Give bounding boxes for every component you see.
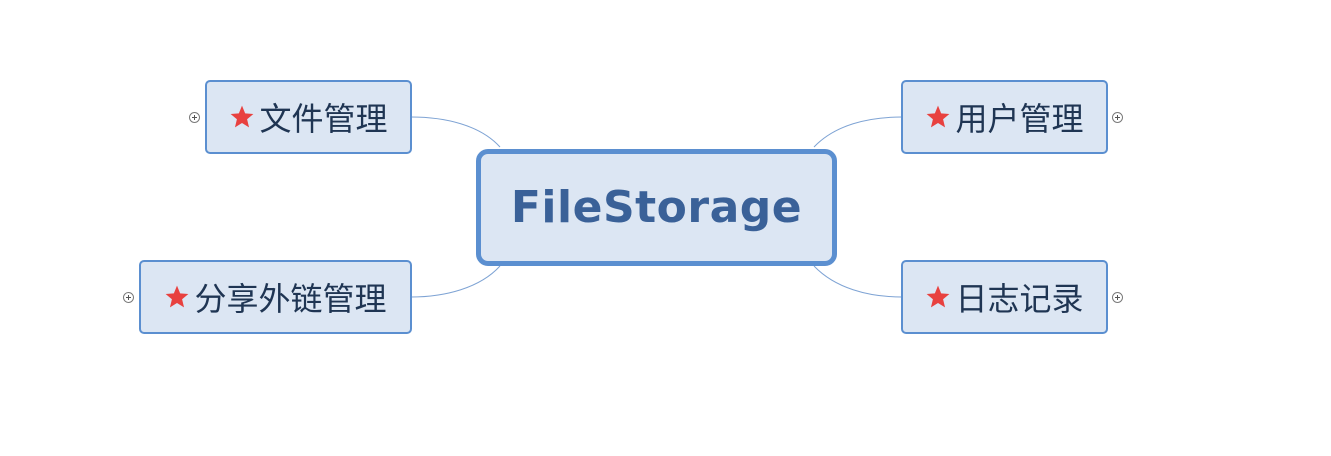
central-topic[interactable]: FileStorage: [476, 149, 837, 266]
collapse-plus-icon[interactable]: [123, 292, 134, 303]
central-topic-label: FileStorage: [510, 182, 803, 233]
connector-share-link-management: [410, 265, 501, 298]
star-icon: [164, 284, 190, 310]
topic-label: 文件管理: [259, 100, 388, 138]
star-icon: [925, 104, 951, 130]
topic-file-management[interactable]: 文件管理: [205, 80, 412, 154]
connector-file-management: [410, 116, 501, 148]
collapse-plus-icon[interactable]: [1112, 112, 1123, 123]
collapse-plus-icon[interactable]: [1112, 292, 1123, 303]
topic-log-records[interactable]: 日志记录: [901, 260, 1108, 334]
topic-user-management[interactable]: 用户管理: [901, 80, 1108, 154]
star-icon: [925, 284, 951, 310]
topic-label: 分享外链管理: [194, 280, 387, 318]
connector-log-records: [813, 265, 903, 298]
topic-share-link-management[interactable]: 分享外链管理: [139, 260, 412, 334]
topic-label: 日志记录: [955, 280, 1084, 318]
collapse-plus-icon[interactable]: [189, 112, 200, 123]
star-icon: [229, 104, 255, 130]
topic-label: 用户管理: [955, 100, 1084, 138]
connector-user-management: [813, 116, 903, 148]
